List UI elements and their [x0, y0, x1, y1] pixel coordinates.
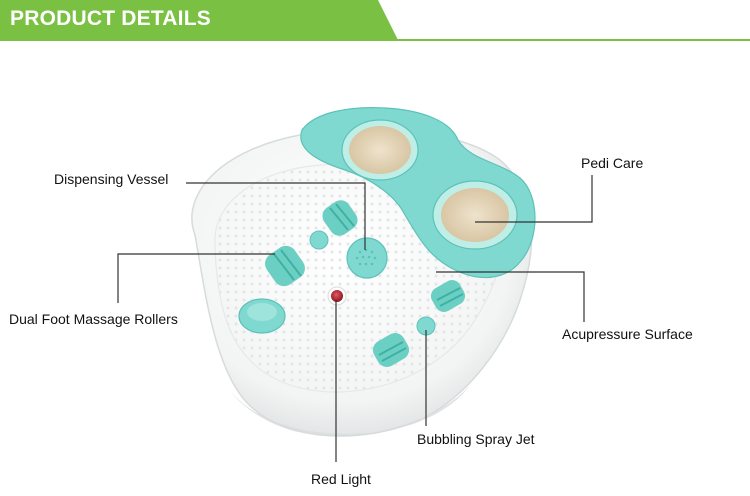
bubbling-spray-jet — [416, 316, 436, 336]
dispensing-vessel — [346, 237, 388, 279]
page-title: PRODUCT DETAILS — [10, 7, 211, 30]
label-bubbling-spray-jet: Bubbling Spray Jet — [417, 431, 535, 447]
label-red-light: Red Light — [311, 471, 371, 487]
pumice-pad-left — [349, 126, 411, 174]
spray-jet — [309, 230, 329, 250]
massage-roller — [372, 333, 410, 367]
massage-roller — [265, 245, 305, 287]
label-dual-foot-massage-rollers: Dual Foot Massage Rollers — [9, 311, 178, 327]
label-pedi-care: Pedi Care — [581, 155, 644, 171]
pumice-pad-right — [441, 188, 509, 242]
label-dispensing-vessel: Dispensing Vessel — [54, 171, 169, 187]
label-acupressure-surface: Acupressure Surface — [562, 326, 693, 342]
banner-shape — [0, 0, 750, 41]
red-light — [331, 290, 343, 302]
header-banner: PRODUCT DETAILS — [0, 0, 750, 42]
